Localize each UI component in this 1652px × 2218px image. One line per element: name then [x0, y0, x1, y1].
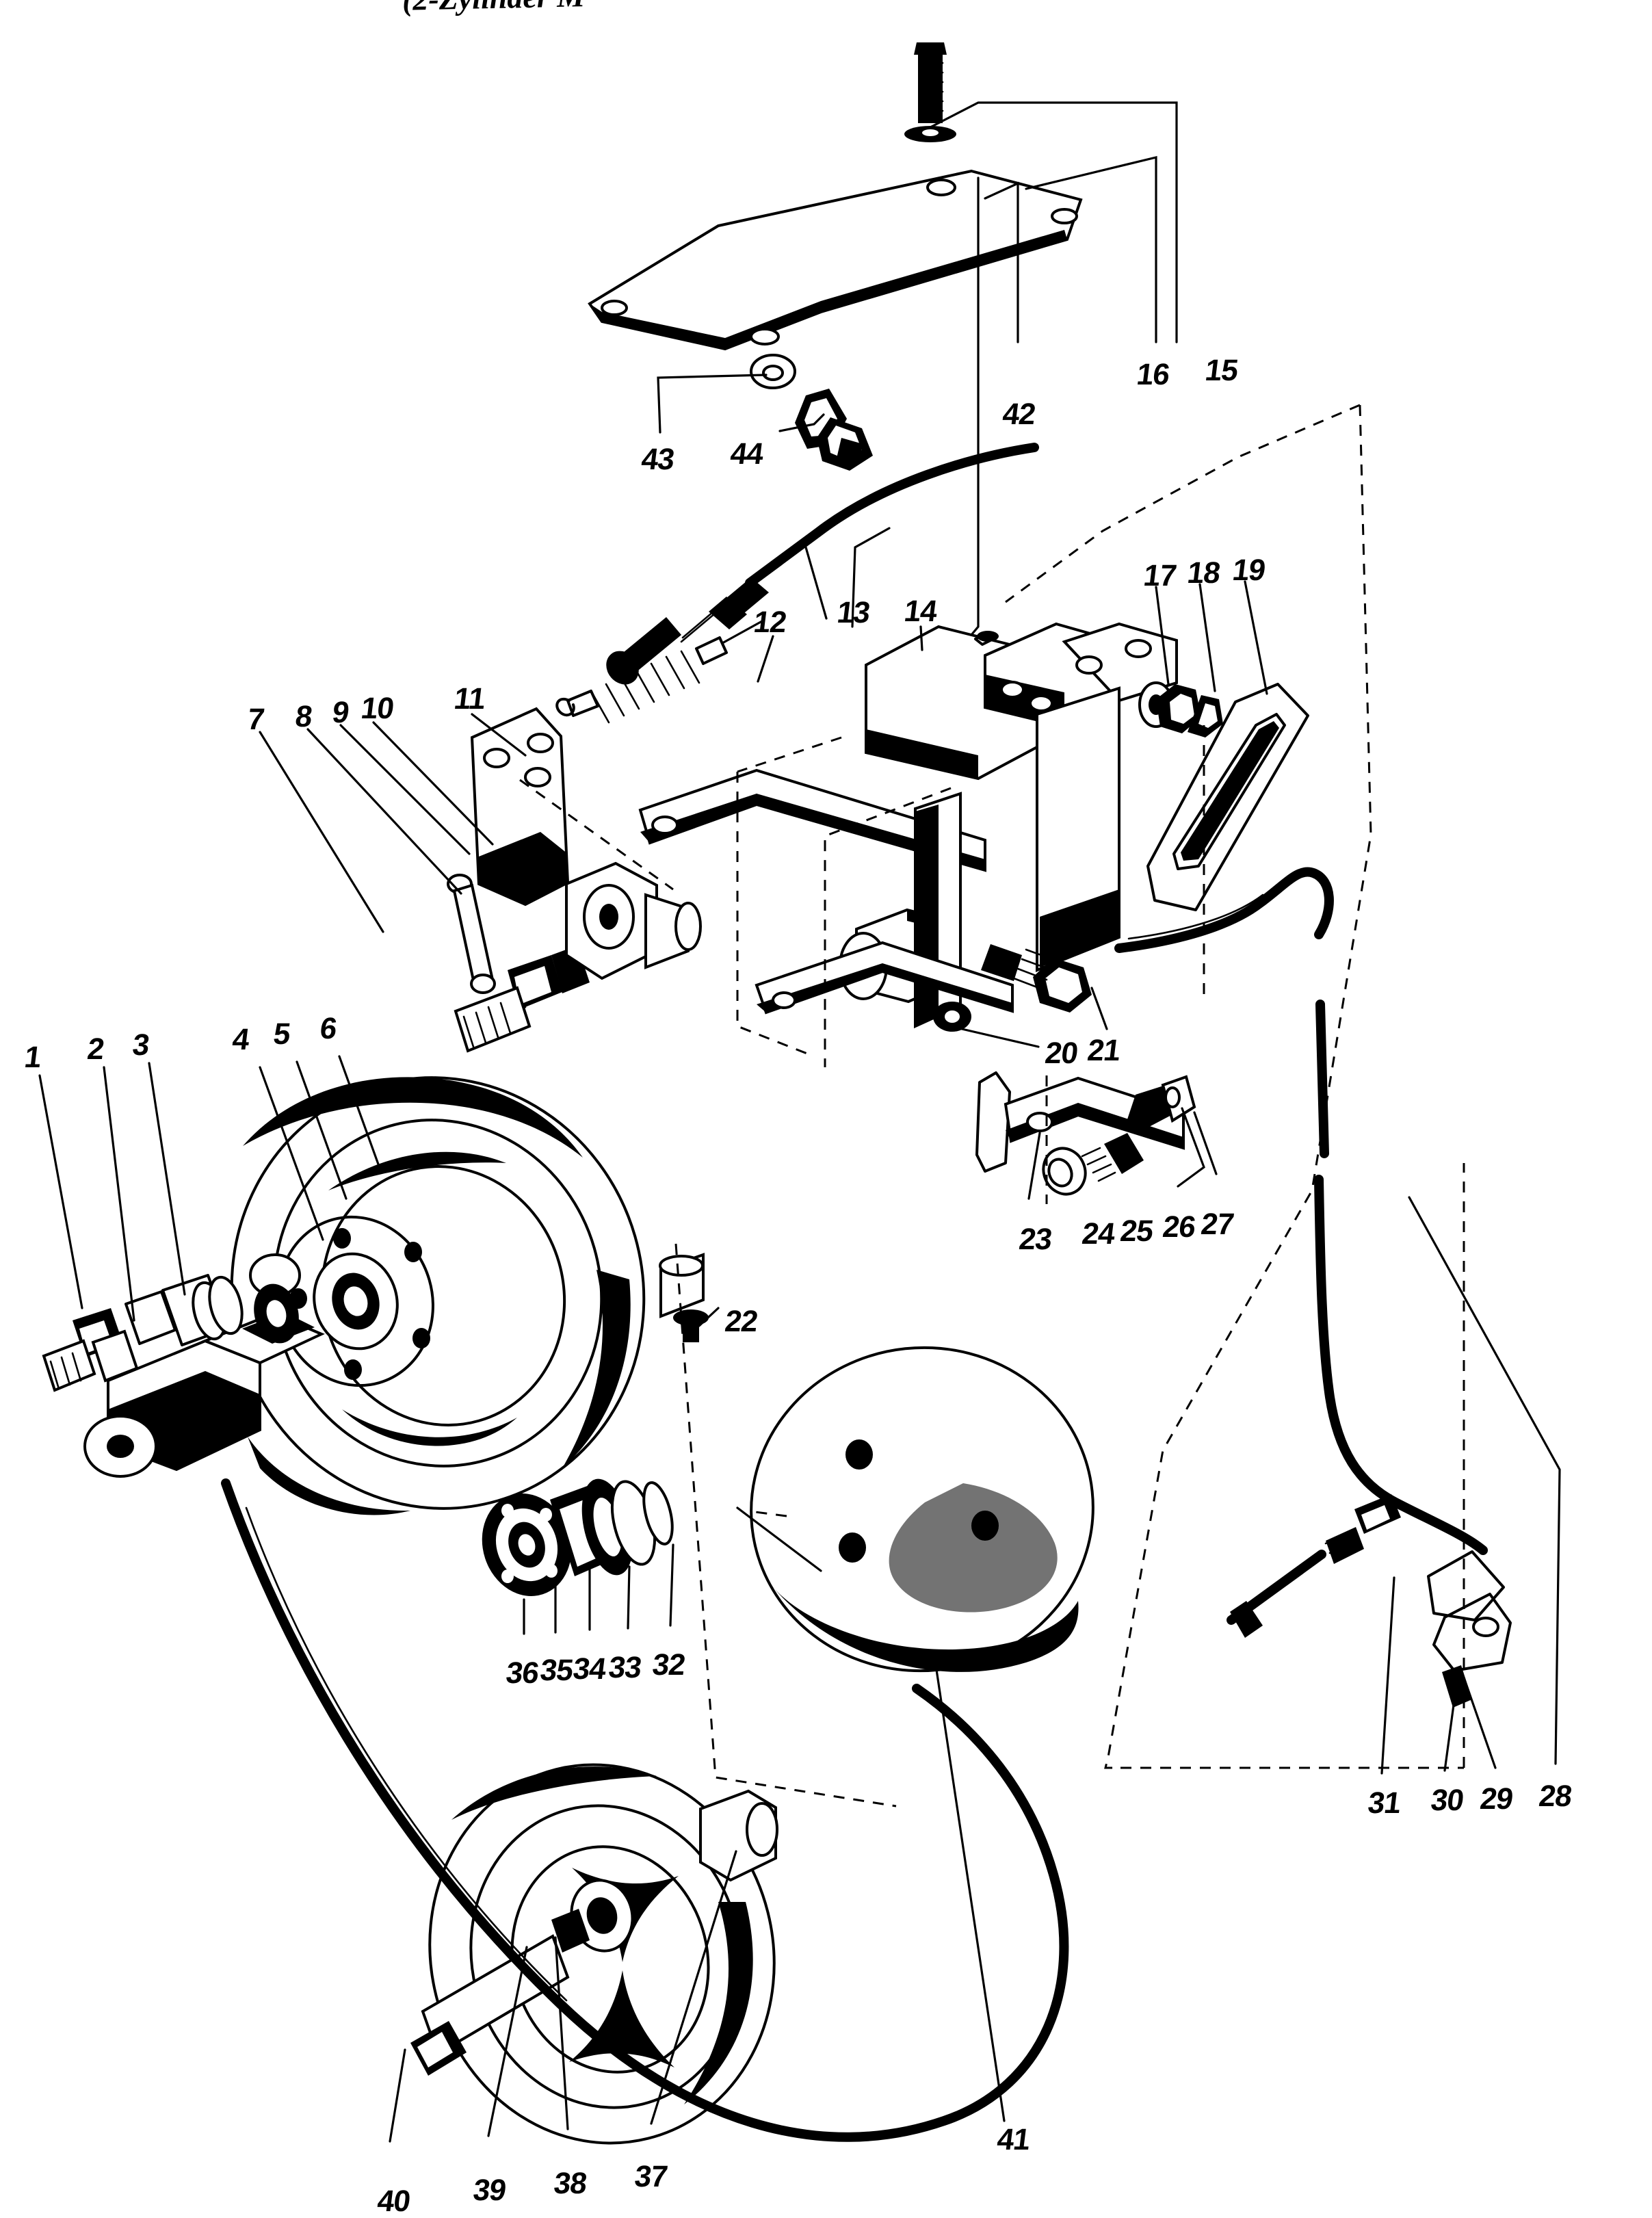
part-support-arms	[638, 768, 1014, 1029]
callout-15: 15	[1203, 354, 1240, 387]
callout-23: 23	[1017, 1223, 1054, 1256]
callout-13: 13	[835, 596, 872, 629]
callout-34: 34	[571, 1652, 608, 1686]
callout-21: 21	[1086, 1034, 1123, 1067]
part-gearbox-housing	[865, 622, 1223, 972]
callout-25: 25	[1118, 1214, 1155, 1248]
part-latch-plate	[975, 1071, 1218, 1200]
callout-28: 28	[1537, 1779, 1574, 1813]
callout-17: 17	[1142, 559, 1179, 592]
projection-dashed-envelope	[519, 404, 1465, 1808]
part-control-cable	[606, 443, 1039, 685]
callout-14: 14	[902, 595, 939, 628]
part-top-cover-plate	[588, 42, 1083, 471]
part-control-rod-handle	[1227, 1000, 1561, 1775]
callout-27: 27	[1199, 1208, 1236, 1241]
callout-16: 16	[1135, 358, 1172, 391]
leader-lines-misc	[757, 527, 1268, 695]
part-slotted-lever	[1146, 683, 1309, 911]
callout-36: 36	[504, 1656, 541, 1690]
part-guard-disc	[736, 1346, 1094, 2122]
part-tension-arm	[259, 707, 702, 1053]
callout-43: 43	[640, 443, 677, 476]
callout-30: 30	[1429, 1784, 1466, 1817]
callout-42: 42	[1001, 397, 1038, 431]
part-drive-shaft-flange	[38, 1062, 325, 1478]
callout-29: 29	[1478, 1782, 1515, 1816]
callout-20: 20	[1043, 1036, 1080, 1070]
callout-22: 22	[723, 1305, 760, 1338]
part-arm-bolt	[659, 1253, 720, 1342]
part-bearing-stack	[482, 1478, 674, 1635]
part-pivot-bolt	[933, 944, 1108, 1048]
callout-40: 40	[376, 2184, 412, 2218]
callout-31: 31	[1366, 1786, 1403, 1820]
callout-37: 37	[633, 2160, 670, 2193]
callout-38: 38	[552, 2167, 589, 2200]
callout-26: 26	[1161, 1210, 1198, 1244]
leader-lines-top	[657, 101, 1178, 636]
callout-24: 24	[1080, 1217, 1117, 1251]
callout-33: 33	[607, 1651, 644, 1684]
callout-35: 35	[538, 1654, 575, 1687]
part-lower-pulley	[389, 1763, 778, 2145]
callout-39: 39	[471, 2174, 508, 2207]
callout-44: 44	[729, 437, 765, 471]
callout-12: 12	[752, 605, 789, 639]
callout-10: 10	[359, 692, 396, 725]
part-drive-belt	[221, 1478, 1069, 2142]
part-tension-spring	[555, 620, 763, 724]
part-bent-handle	[1114, 867, 1334, 953]
callout-19: 19	[1231, 553, 1268, 587]
callout-18: 18	[1185, 556, 1222, 590]
callout-11: 11	[452, 682, 487, 716]
callout-32: 32	[651, 1648, 687, 1682]
callout-41: 41	[995, 2123, 1032, 2156]
